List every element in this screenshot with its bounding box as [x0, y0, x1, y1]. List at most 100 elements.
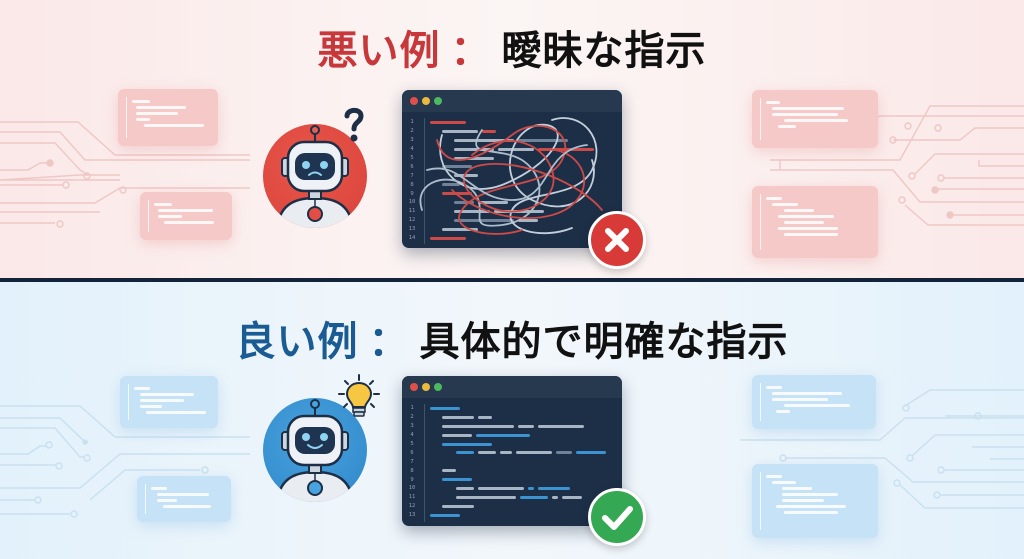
section-divider [0, 278, 1024, 282]
code-token [454, 200, 474, 204]
line-number: 8 [410, 181, 414, 188]
code-token [454, 138, 514, 142]
line-number: 13 [408, 512, 416, 519]
code-token [476, 433, 530, 437]
code-token [516, 451, 552, 455]
code-token [430, 406, 460, 410]
window-close-dot [410, 97, 418, 105]
smiling-robot-avatar [263, 398, 367, 502]
background-code-card [120, 376, 218, 428]
robot-icon [275, 399, 355, 502]
editor-titlebar [402, 90, 622, 112]
code-line: 8 [402, 466, 622, 475]
code-token [538, 424, 584, 428]
code-token [454, 218, 514, 222]
circuit-lines-decoration [0, 105, 1024, 228]
good-example-label: 良い例 [235, 319, 359, 365]
robot-icon [275, 125, 355, 228]
code-line: 2 [402, 413, 622, 422]
code-token [528, 486, 534, 490]
code-token [478, 451, 496, 455]
code-token [454, 209, 490, 213]
line-number: 4 [410, 146, 414, 153]
background-code-card [137, 476, 231, 522]
line-number: 5 [410, 441, 414, 447]
code-token [442, 183, 460, 187]
background-code-card [140, 192, 232, 240]
line-number: 12 [408, 217, 416, 224]
line-number: 6 [410, 449, 414, 456]
code-token [442, 424, 514, 428]
bad-example-panel: 悪い例：曖昧な指示 [0, 0, 1024, 279]
code-token [456, 451, 474, 455]
line-number: 11 [408, 208, 416, 215]
title-colon: ： [450, 28, 492, 74]
window-maximize-dot [434, 383, 442, 391]
code-token [518, 424, 534, 428]
code-token [498, 147, 534, 151]
code-line: 7 [402, 457, 622, 466]
line-number: 2 [410, 414, 414, 421]
code-line: 6 [402, 448, 622, 457]
code-line: 1 [402, 404, 622, 413]
window-minimize-dot [422, 383, 430, 391]
code-token [454, 174, 478, 178]
code-line: 9 [402, 475, 622, 484]
code-token [442, 227, 478, 231]
code-token [442, 469, 456, 473]
bad-example-description: 曖昧な指示 [501, 28, 707, 74]
code-token [442, 129, 478, 133]
code-token [520, 495, 548, 499]
code-line: 6 [402, 162, 622, 171]
code-token [556, 451, 572, 455]
code-line: 8 [402, 180, 622, 189]
line-number: 11 [408, 494, 416, 501]
code-token [478, 486, 524, 490]
code-token [442, 415, 474, 419]
lightbulb-icon [337, 374, 381, 420]
code-token [442, 478, 472, 482]
code-line: 3 [402, 136, 622, 145]
line-number: 12 [408, 503, 416, 510]
code-token [500, 451, 512, 455]
line-number: 4 [410, 432, 414, 439]
window-close-dot [410, 383, 418, 391]
code-line: 3 [402, 422, 622, 431]
tangled-lines-overlay [419, 117, 603, 235]
code-line: 4 [402, 431, 622, 440]
background-code-card [118, 89, 218, 146]
code-token [538, 486, 570, 490]
code-token [442, 165, 472, 169]
code-token [430, 513, 460, 517]
x-mark-icon [588, 211, 646, 269]
code-token [478, 200, 508, 204]
line-number: 1 [410, 405, 414, 412]
good-example-title: 良い例：具体的で明確な指示 [0, 309, 1024, 367]
line-number: 9 [410, 190, 414, 197]
question-mark-icon [339, 104, 369, 144]
window-minimize-dot [422, 97, 430, 105]
code-token [442, 504, 474, 508]
code-token [552, 495, 558, 499]
code-token [442, 442, 492, 446]
line-number: 6 [410, 163, 414, 170]
background-code-card [752, 186, 878, 258]
code-token [456, 486, 474, 490]
line-number: 5 [410, 155, 414, 161]
circuit-lines-decoration [0, 389, 1024, 518]
code-line: 2 [402, 127, 622, 136]
good-example-panel: 良い例：具体的で明確な指示 [0, 282, 1024, 559]
code-line: 14 [402, 234, 622, 243]
code-token [456, 495, 516, 499]
background-code-card [752, 375, 876, 429]
line-number: 3 [410, 423, 414, 430]
code-token [478, 415, 492, 419]
code-token [430, 120, 466, 124]
code-token [482, 129, 496, 133]
code-token [518, 218, 538, 222]
line-number: 7 [410, 172, 414, 179]
code-token [576, 451, 606, 455]
